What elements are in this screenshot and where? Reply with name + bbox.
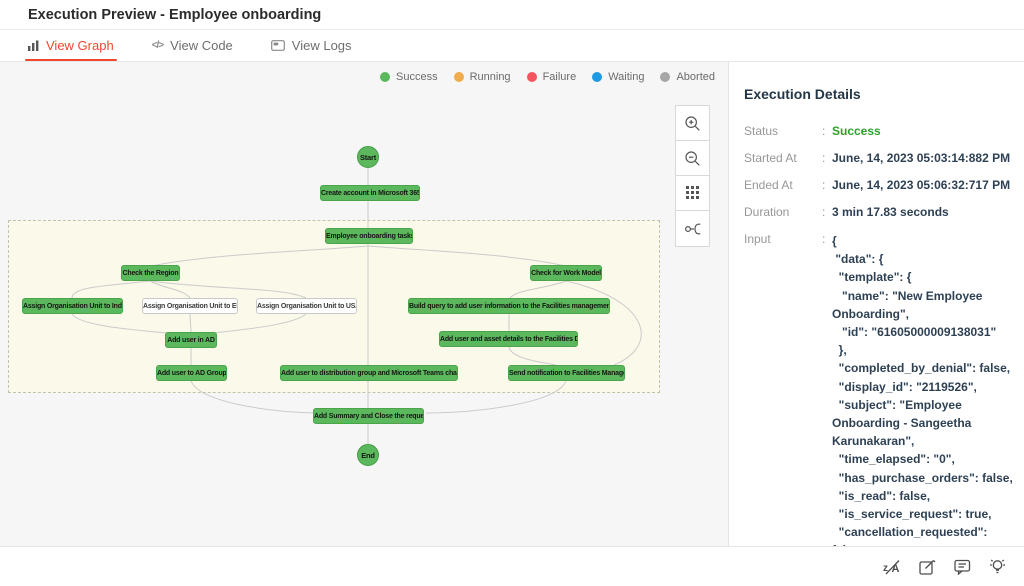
status-legend: Success Running Failure Waiting Aborted xyxy=(380,71,715,83)
feedback-edit-icon xyxy=(918,559,935,575)
feedback-button[interactable] xyxy=(914,554,940,580)
graph-node-start[interactable]: Start xyxy=(357,146,379,168)
graph-node-add-user-ad-group[interactable]: Add user to AD Group xyxy=(156,365,227,381)
success-dot-icon xyxy=(380,72,390,82)
zoom-out-icon xyxy=(685,150,700,166)
graph-node-assign-ou-eu[interactable]: Assign Organisation Unit to EU xyxy=(142,298,238,314)
graph-node-check-work-model[interactable]: Check for Work Model xyxy=(530,265,602,281)
lightbulb-icon xyxy=(989,559,1005,574)
graph-node-add-user-asset-details[interactable]: Add user and asset details to the Facili… xyxy=(439,331,578,347)
graph-node-add-user-ad[interactable]: Add user in AD xyxy=(165,332,217,348)
bottom-toolbar: z A xyxy=(0,546,1024,586)
graph-node-build-query[interactable]: Build query to add user information to t… xyxy=(408,298,610,314)
tab-label: View Logs xyxy=(291,38,352,53)
grid-view-button[interactable] xyxy=(676,176,709,211)
legend-item-aborted: Aborted xyxy=(660,71,715,83)
tab-view-code[interactable]: </> View Code xyxy=(152,30,233,61)
graph-node-assign-ou-india[interactable]: Assign Organisation Unit to India xyxy=(22,298,123,314)
legend-item-failure: Failure xyxy=(526,71,576,83)
execution-graph-canvas[interactable]: Success Running Failure Waiting Aborted xyxy=(0,62,729,546)
bar-chart-icon xyxy=(28,40,39,51)
main-content: Success Running Failure Waiting Aborted xyxy=(0,62,1024,546)
detail-row-input: Input : { "data": { "template": { "name"… xyxy=(744,232,1013,546)
zoom-out-button[interactable] xyxy=(676,141,709,176)
tab-view-logs[interactable]: View Logs xyxy=(270,30,352,61)
execution-details-panel: Execution Details Status : Success Start… xyxy=(729,62,1023,546)
input-json-value: { "data": { "template": { "name": "New E… xyxy=(832,234,1013,546)
tree-layout-icon xyxy=(684,223,700,234)
graph-node-send-notification[interactable]: Send notification to Facilities Manager xyxy=(508,365,625,381)
failure-dot-icon xyxy=(526,72,537,82)
legend-item-waiting: Waiting xyxy=(592,71,644,83)
translate-icon: z A xyxy=(883,559,899,575)
page-title: Execution Preview - Employee onboarding xyxy=(28,6,322,23)
tab-bar: View Graph </> View Code View Logs xyxy=(0,30,1024,62)
graph-zoom-controls xyxy=(675,105,710,247)
tree-layout-button[interactable] xyxy=(676,211,709,246)
grid-icon xyxy=(685,186,699,199)
graph-edges xyxy=(71,168,642,444)
detail-row-ended-at: Ended At : June, 14, 2023 05:06:32:717 P… xyxy=(744,178,1011,192)
waiting-dot-icon xyxy=(592,72,603,82)
tab-label: View Code xyxy=(170,38,233,53)
graph-node-add-summary-close[interactable]: Add Summary and Close the request xyxy=(313,408,424,424)
detail-row-duration: Duration : 3 min 17.83 seconds xyxy=(744,205,949,219)
graph-node-assign-ou-usa[interactable]: Assign Organisation Unit to USA xyxy=(256,298,357,314)
legend-item-running: Running xyxy=(453,71,511,83)
legend-item-success: Success xyxy=(380,71,438,83)
aborted-dot-icon xyxy=(660,72,671,82)
detail-row-started-at: Started At : June, 14, 2023 05:03:14:882… xyxy=(744,151,1011,165)
graph-node-end[interactable]: End xyxy=(357,444,379,466)
execution-details-heading: Execution Details xyxy=(744,86,861,102)
running-dot-icon xyxy=(453,72,464,82)
svg-text:z: z xyxy=(883,563,888,574)
graph-node-add-distribution-group[interactable]: Add user to distribution group and Micro… xyxy=(280,365,458,381)
tips-button[interactable] xyxy=(984,554,1010,580)
comment-button[interactable] xyxy=(949,554,975,580)
graph-node-onboarding-tasks[interactable]: Employee onboarding tasks xyxy=(325,228,413,244)
logs-icon xyxy=(270,40,285,51)
status-badge: Success xyxy=(832,124,881,138)
zoom-in-button[interactable] xyxy=(676,106,709,141)
comment-icon xyxy=(953,559,970,575)
graph-node-check-region[interactable]: Check the Region xyxy=(121,265,180,281)
svg-text:A: A xyxy=(891,563,899,575)
tab-label: View Graph xyxy=(46,38,114,53)
detail-row-status: Status : Success xyxy=(744,124,881,138)
window-header: Execution Preview - Employee onboarding xyxy=(0,0,1024,30)
zoom-in-icon xyxy=(685,115,700,131)
graph-node-create-account[interactable]: Create account in Microsoft 365 xyxy=(320,185,420,201)
translate-button[interactable]: z A xyxy=(879,554,905,580)
tab-view-graph[interactable]: View Graph xyxy=(25,30,117,61)
code-icon: </> xyxy=(151,40,165,51)
